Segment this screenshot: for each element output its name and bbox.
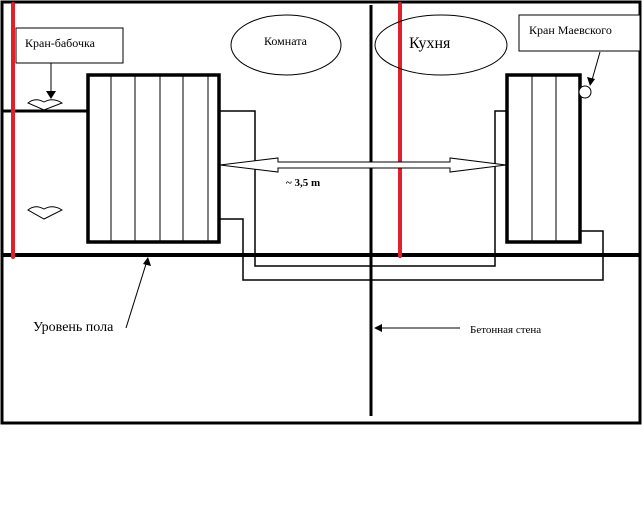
outer-frame [0,0,642,425]
valve-icon-lower [27,206,63,220]
butterfly-valve-label-box [15,27,124,64]
mayevsky-valve-label-box [518,14,641,52]
arrowhead-icon [143,257,151,266]
radiator-kitchen [505,73,582,244]
kitchen-label: Кухня [409,35,451,52]
room-ellipse [230,14,342,76]
mayevsky-valve-icon [578,85,592,99]
distance-double-arrow [219,157,507,173]
supply-pipe-inner [220,110,507,267]
butterfly-valve-icon [27,99,64,111]
floor-level-label: Уровень пола [33,320,114,335]
radiator-room [86,73,221,244]
mayevsky-valve-label: Кран Маевского [529,23,612,37]
mayevsky-valve-pointer [591,51,601,81]
concrete-wall-label: Бетонная стена [470,324,541,336]
room-label: Комната [264,34,308,48]
arrowhead-icon [374,324,382,332]
arrowhead-icon [46,91,56,99]
kitchen-ellipse [374,14,508,76]
butterfly-valve-label: Кран-бабочка [25,36,96,50]
floor-level-pointer [125,263,147,329]
return-pipe-outer [220,218,604,281]
distance-label: ~ 3,5 m [286,177,320,189]
arrowhead-icon [587,77,595,86]
